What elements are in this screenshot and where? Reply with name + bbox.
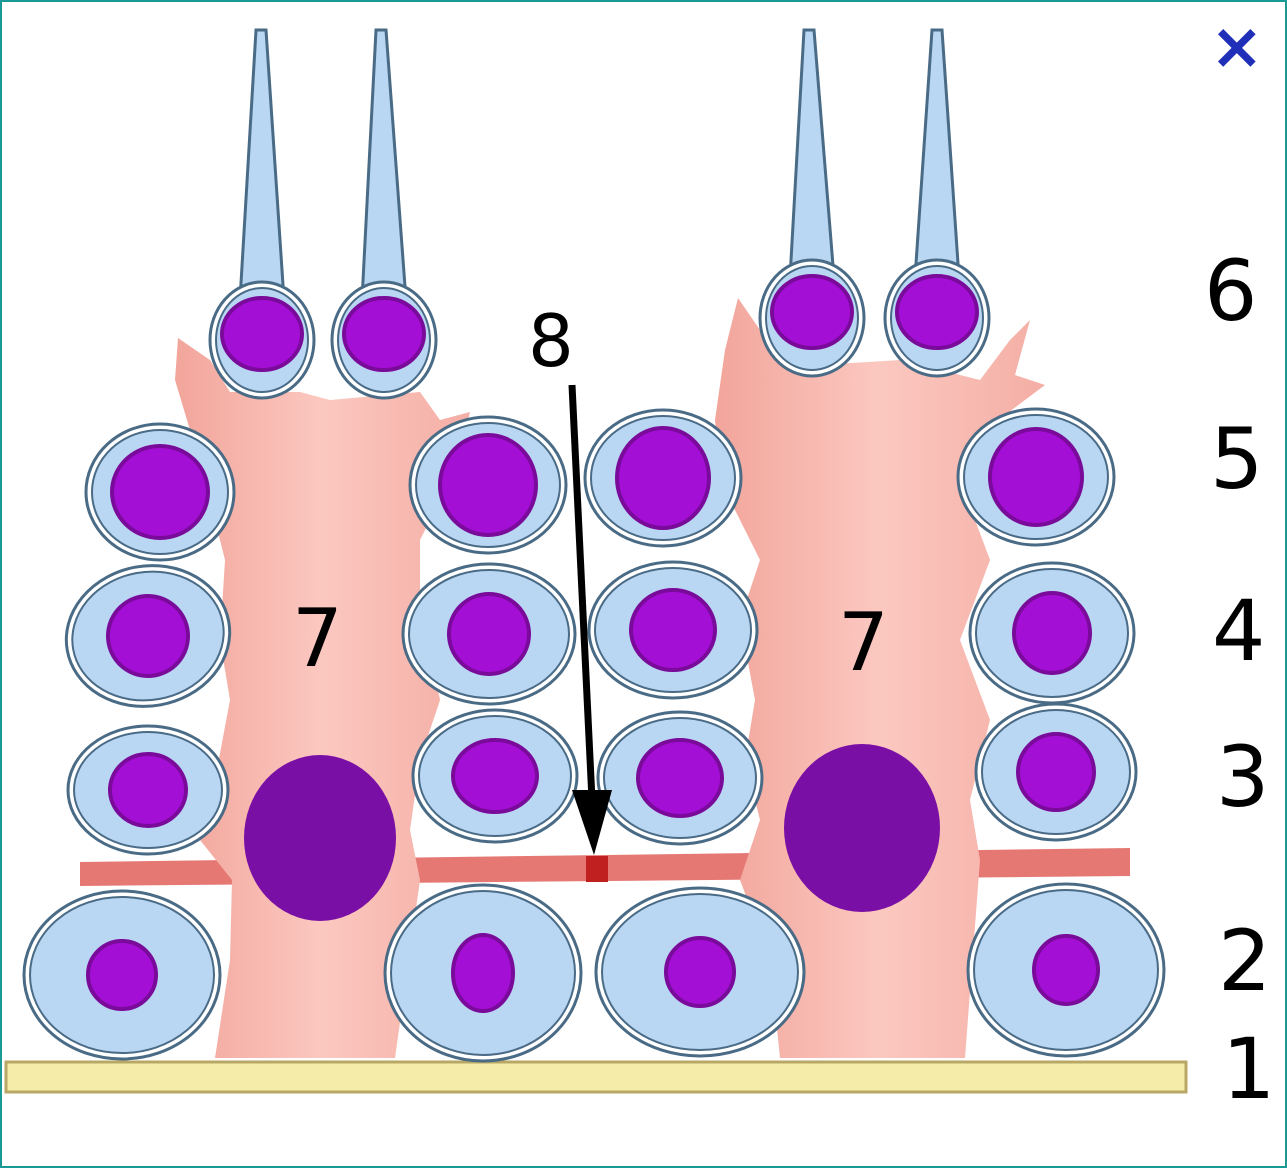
label-2: 2 xyxy=(1218,912,1271,1010)
spermatocyte-3-1-nucleus xyxy=(110,754,186,826)
spermatogonium-2-nucleus xyxy=(453,935,513,1011)
spermatid-6-3-nucleus xyxy=(772,276,852,348)
spermatogonium-4 xyxy=(968,884,1164,1056)
label-4: 4 xyxy=(1212,582,1265,680)
spermatid-5-3 xyxy=(585,410,741,546)
spermatocyte-3-2-nucleus xyxy=(453,740,537,812)
spermatid-6-1-tail xyxy=(240,30,284,300)
spermatocyte-4-3 xyxy=(589,562,757,698)
spermatogonium-3-nucleus xyxy=(666,938,734,1006)
spermatid-6-3-tail xyxy=(790,30,834,278)
spermatid-6-2 xyxy=(332,30,436,398)
label-7-right: 7 xyxy=(838,596,889,689)
spermatocyte-3-1 xyxy=(68,726,228,854)
spermatid-5-1 xyxy=(86,424,234,560)
spermatocyte-3-3-nucleus xyxy=(638,740,722,816)
close-icon[interactable]: × xyxy=(1210,10,1264,84)
sertoli-nucleus-left xyxy=(244,755,396,921)
spermatocyte-4-2 xyxy=(403,564,575,704)
label-3: 3 xyxy=(1216,728,1269,826)
junction-arrow-shaft xyxy=(572,385,592,800)
spermatid-6-2-nucleus xyxy=(344,298,424,370)
label-6: 6 xyxy=(1204,242,1257,340)
spermatid-6-4-nucleus xyxy=(897,276,977,348)
spermatid-5-4-nucleus xyxy=(990,429,1082,525)
spermatogonium-4-nucleus xyxy=(1034,936,1098,1004)
spermatid-5-3-nucleus xyxy=(617,428,709,528)
spermatocyte-4-4-nucleus xyxy=(1014,593,1090,673)
label-1: 1 xyxy=(1222,1020,1275,1118)
junction-arrow-head xyxy=(572,790,612,855)
spermatid-5-4 xyxy=(958,409,1114,545)
spermatid-6-3 xyxy=(760,30,864,376)
spermatocyte-4-3-nucleus xyxy=(631,590,715,670)
spermatid-5-1-nucleus xyxy=(112,446,208,538)
label-7-left: 7 xyxy=(292,592,343,685)
spermatid-6-1-nucleus xyxy=(222,298,302,370)
spermatocyte-4-4 xyxy=(970,563,1134,703)
spermatogonium-2 xyxy=(385,885,581,1061)
spermatocyte-4-2-nucleus xyxy=(449,594,529,674)
spermatid-5-2-nucleus xyxy=(440,435,536,535)
spermatid-6-2-tail xyxy=(362,30,406,300)
spermatocyte-3-2 xyxy=(413,710,577,842)
spermatocyte-3-4-nucleus xyxy=(1018,734,1094,810)
spermatocyte-3-3 xyxy=(598,712,762,844)
label-8: 8 xyxy=(528,299,574,383)
sertoli-nucleus-right xyxy=(784,744,940,912)
spermatid-6-1 xyxy=(210,30,314,398)
spermatid-6-4 xyxy=(885,30,989,376)
spermatocyte-4-1 xyxy=(55,553,241,719)
spermatogonium-3 xyxy=(596,888,804,1056)
label-5: 5 xyxy=(1210,410,1263,508)
spermatid-6-4-tail xyxy=(915,30,959,278)
spermatocyte-3-4 xyxy=(976,704,1136,840)
spermatogonium-1-nucleus xyxy=(88,941,156,1009)
junction-marker xyxy=(586,856,608,882)
spermatogonium-1 xyxy=(24,891,220,1059)
basement-membrane xyxy=(6,1062,1186,1092)
spermatid-5-2 xyxy=(410,417,566,553)
